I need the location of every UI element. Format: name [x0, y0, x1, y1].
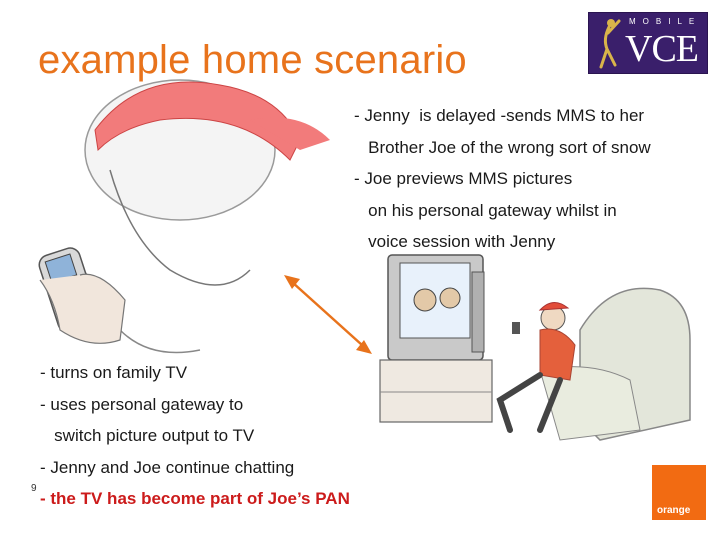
transfer-arrow [284, 275, 372, 354]
text-line: - turns on family TV [40, 363, 188, 382]
text-line: on his personal gateway whilst in [354, 200, 617, 220]
right-text-block: - Jenny is delayed -sends MMS to her Bro… [354, 100, 651, 258]
text-line: Brother Joe of the wrong sort of snow [354, 137, 651, 157]
seated-man-illustration [496, 287, 691, 441]
tv-illustration [379, 254, 493, 423]
orange-logo: orange [652, 465, 706, 520]
logo-vce-text: VCE [625, 28, 699, 70]
man-with-phone-illustration [38, 79, 330, 354]
text-line: - uses personal gateway to [40, 394, 244, 414]
text-line: - Jenny and Joe continue chatting [40, 457, 295, 477]
highlight-text-line: - the TV has become part of Joe’s PAN [40, 489, 350, 508]
page-title: example home scenario [38, 38, 467, 82]
text-line: switch picture output to TV [40, 426, 255, 445]
text-line: - Joe previews MMS pictures [354, 169, 573, 188]
logo-mobile-text: MOBILE [629, 17, 702, 26]
orange-logo-text: orange [657, 505, 691, 516]
page-number: 9 [31, 483, 37, 494]
text-line: voice session with Jenny [354, 232, 556, 251]
left-text-block: - turns on family TV - uses personal gat… [40, 357, 350, 515]
golfer-icon [599, 19, 621, 69]
vce-logo: MOBILE VCE [588, 12, 708, 74]
text-line: - Jenny is delayed -sends MMS to her [354, 106, 645, 125]
